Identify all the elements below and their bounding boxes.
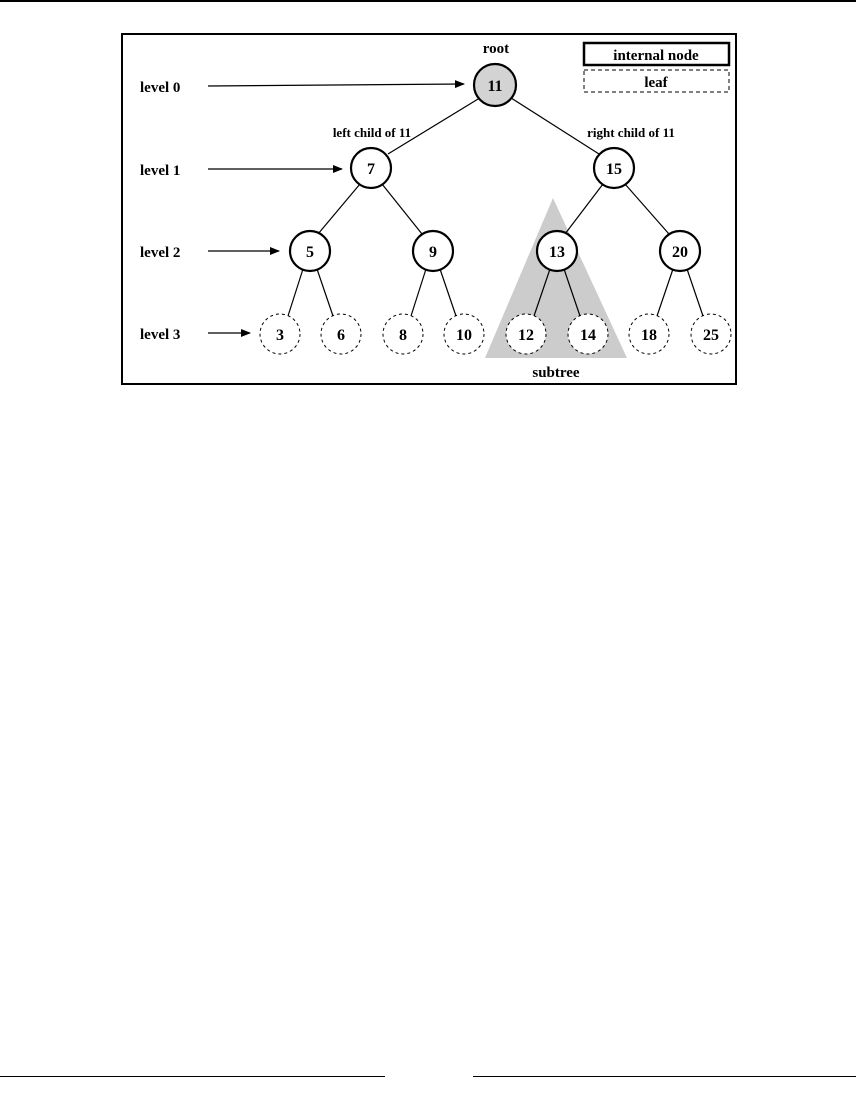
node-label: 5	[306, 244, 314, 261]
node-label: 13	[549, 244, 565, 261]
left-child-caption: left child of 11	[333, 125, 411, 140]
leaf-node-3: 3	[260, 314, 300, 354]
node-label: 25	[703, 327, 719, 344]
leaf-node-8: 8	[383, 314, 423, 354]
level-2-label: level 2	[140, 245, 180, 261]
node-label: 7	[367, 161, 375, 178]
node-label: 6	[337, 327, 345, 344]
node-label: 18	[641, 327, 657, 344]
leaf-node-10: 10	[444, 314, 484, 354]
level-1-label: level 1	[140, 163, 180, 179]
node-label: 3	[276, 327, 284, 344]
tree-node-13: 13	[537, 231, 577, 271]
right-child-caption: right child of 11	[587, 125, 675, 140]
legend-leaf-label: leaf	[644, 75, 668, 91]
tree-node-9: 9	[413, 231, 453, 271]
tree-node-7: 7	[351, 148, 391, 188]
leaf-node-18: 18	[629, 314, 669, 354]
legend-internal-label: internal node	[613, 48, 699, 64]
node-label: 11	[487, 78, 502, 95]
node-label: 14	[580, 327, 596, 344]
tree-node-20: 20	[660, 231, 700, 271]
node-label: 9	[429, 244, 437, 261]
level-3-label: level 3	[140, 327, 180, 343]
root-caption: root	[483, 41, 509, 57]
leaf-node-14: 14	[568, 314, 608, 354]
node-label: 12	[518, 327, 534, 344]
level-0-label: level 0	[140, 80, 180, 96]
node-label: 8	[399, 327, 407, 344]
subtree-caption: subtree	[532, 365, 580, 381]
leaf-node-12: 12	[506, 314, 546, 354]
tree-node-15: 15	[594, 148, 634, 188]
leaf-node-25: 25	[691, 314, 731, 354]
node-label: 10	[456, 327, 472, 344]
leaf-node-6: 6	[321, 314, 361, 354]
node-label: 20	[672, 244, 688, 261]
tree-node-root: 11	[474, 64, 516, 106]
node-label: 15	[606, 161, 622, 178]
tree-node-5: 5	[290, 231, 330, 271]
